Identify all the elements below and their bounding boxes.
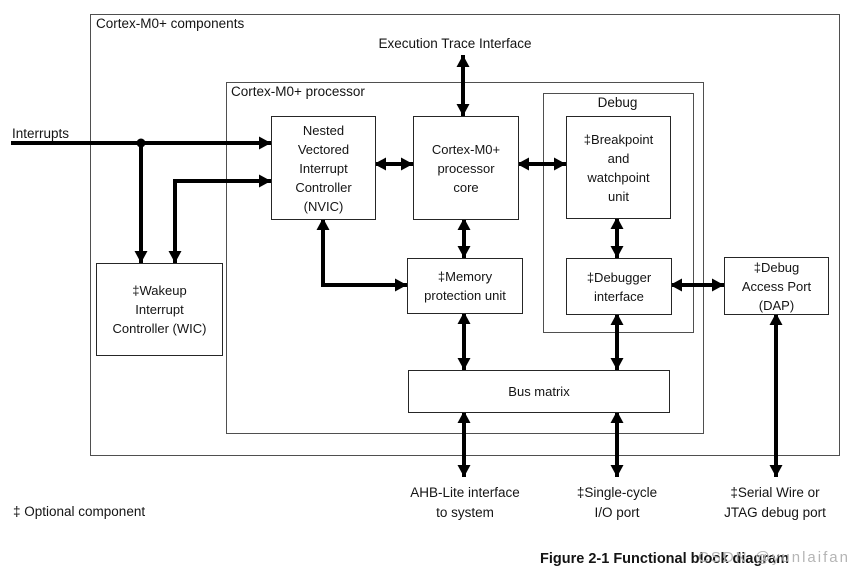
serial-wire-jtag-label: ‡Serial Wire or JTAG debug port (724, 485, 826, 520)
memory-protection-block: ‡Memory protection unit (407, 258, 523, 314)
single-cycle-io-label: ‡Single-cycle I/O port (576, 485, 658, 520)
debug-access-port-block: ‡Debug Access Port (DAP) (724, 257, 829, 315)
interrupts-label: Interrupts (12, 126, 70, 141)
wakeup-interrupt-controller-block: ‡Wakeup Interrupt Controller (WIC) (96, 263, 223, 356)
breakpoint-watchpoint-block: ‡Breakpoint and watchpoint unit (566, 116, 671, 219)
figure-caption: Figure 2-1 Functional block diagram (540, 551, 789, 567)
debugger-interface-block: ‡Debugger interface (566, 258, 672, 315)
csdn-watermark: CSDN @yunlaifan (698, 549, 850, 566)
bus-matrix-block: Bus matrix (408, 370, 670, 413)
processor-core-block: Cortex-M0+ processor core (413, 116, 519, 220)
wire-wic-nvic (168, 174, 271, 263)
optional-component-note: ‡ Optional component (13, 504, 146, 519)
ahb-lite-label: AHB-Lite interface to system (410, 485, 520, 520)
nvic-block: Nested Vectored Interrupt Controller (NV… (271, 116, 376, 220)
debug-container-label: Debug (597, 95, 638, 110)
wire-nvic-mpu (316, 218, 407, 292)
components-container-label: Cortex-M0+ components (96, 16, 245, 31)
execution-trace-label: Execution Trace Interface (378, 36, 532, 51)
processor-container-label: Cortex-M0+ processor (231, 84, 365, 99)
